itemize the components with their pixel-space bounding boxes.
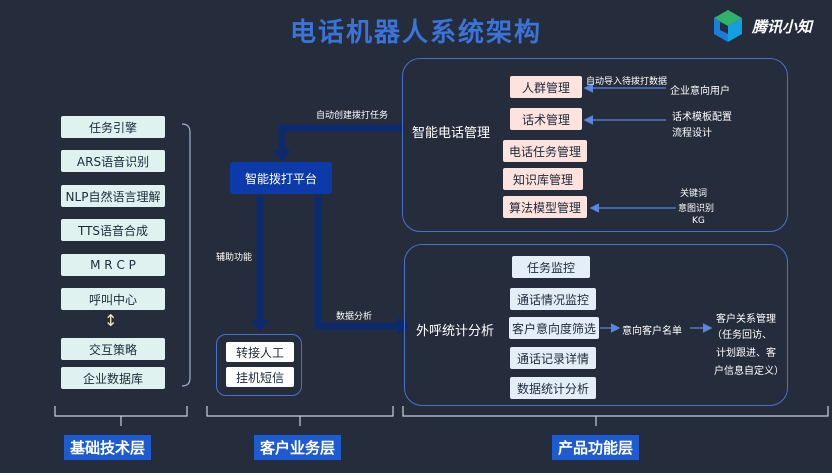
- stats-item-call-record: 通话记录详情: [510, 347, 596, 369]
- smart-mgmt-item-algorithm: 算法模型管理: [503, 196, 587, 218]
- auto-task-label: 自动创建拨打任务: [316, 111, 389, 121]
- business-item-hangup-sms: 挂机短信: [226, 367, 294, 387]
- stats-title: 外呼统计分析: [416, 324, 495, 339]
- crm-line-3: 计划跟进、客: [716, 348, 776, 359]
- smart-mgmt-item-call-task: 电话任务管理: [503, 140, 587, 162]
- bidirectional-arrow-icon: ↕: [104, 311, 118, 330]
- layer-label-business: 客户业务层: [254, 435, 342, 460]
- foundation-item-nlp: NLP自然语言理解: [61, 185, 165, 207]
- foundation-item-enterprise-db: 企业数据库: [61, 367, 165, 389]
- layer-label-foundation: 基础技术层: [64, 435, 152, 460]
- smart-mgmt-item-script: 话术管理: [510, 108, 582, 130]
- keywords-note: 关键词: [680, 189, 708, 199]
- stats-item-call-monitor: 通话情况监控: [510, 288, 596, 310]
- stats-item-task-monitor: 任务监控: [512, 256, 590, 278]
- layer-label-product: 产品功能层: [552, 435, 640, 460]
- smart-mgmt-panel: [402, 58, 788, 232]
- foundation-item-tts: TTS语音合成: [61, 219, 165, 241]
- smart-mgmt-item-crowd: 人群管理: [510, 76, 582, 98]
- script-template-note: 话术模板配置: [672, 112, 732, 123]
- process-design-note: 流程设计: [672, 128, 712, 139]
- stats-item-intent-filter: 客户意向度筛选: [509, 317, 599, 339]
- stats-item-data-stats: 数据统计分析: [510, 377, 596, 399]
- intent-customer-list-label: 意向客户名单: [622, 326, 682, 337]
- smart-dialing-platform: 智能拨打平台: [230, 162, 332, 194]
- auto-import-note: 自动导入待拨打数据: [586, 77, 668, 87]
- crm-line-2: （任务回访、: [712, 330, 772, 341]
- smart-mgmt-item-knowledge: 知识库管理: [503, 168, 583, 190]
- tencent-xiaozhi-cube-icon: [714, 10, 742, 42]
- page-title: 电话机器人系统架构: [289, 18, 542, 48]
- foundation-item-asr: ARS语音识别: [61, 150, 165, 172]
- business-item-transfer-human: 转接人工: [226, 342, 294, 362]
- assist-label: 辅助功能: [216, 253, 253, 263]
- enterprise-users-note: 企业意向用户: [670, 86, 730, 97]
- foundation-item-mrcp: M R C P: [61, 254, 165, 276]
- foundation-item-call-center: 呼叫中心: [61, 288, 165, 310]
- logo-text: 腾讯小知: [752, 18, 813, 36]
- crm-line-4: 户信息自定义）: [714, 366, 784, 377]
- foundation-item-task-engine: 任务引擎: [61, 116, 165, 138]
- crm-line-1: 客户关系管理: [716, 314, 776, 325]
- foundation-item-interaction-strategy: 交互策略: [61, 338, 165, 360]
- stats-panel: [404, 244, 788, 406]
- smart-mgmt-title: 智能电话管理: [412, 126, 491, 141]
- business-panel: [216, 334, 302, 396]
- data-analysis-label: 数据分析: [336, 312, 373, 322]
- kg-note: KG: [692, 216, 705, 226]
- intent-note: 意图识别: [678, 204, 715, 214]
